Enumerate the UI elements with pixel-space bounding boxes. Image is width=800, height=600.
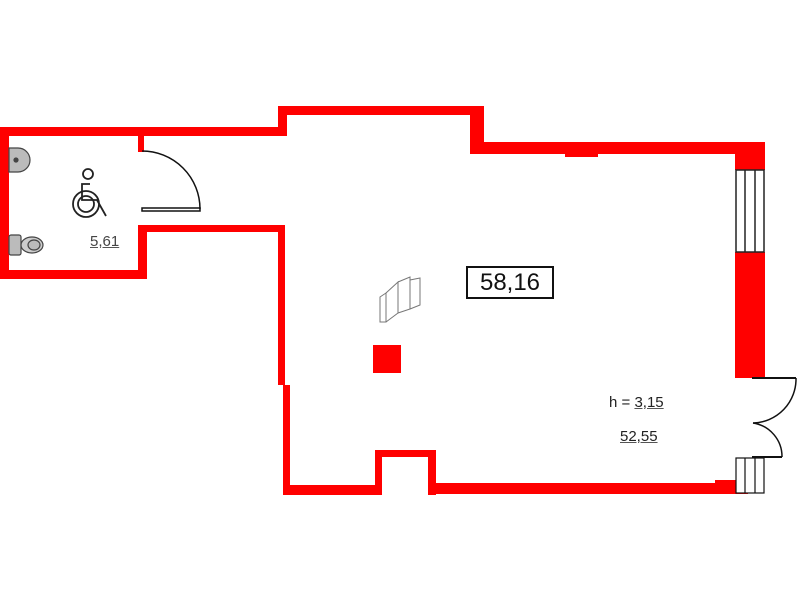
walls [0,106,765,495]
wheelchair-icon [72,168,107,218]
column-icon [373,345,401,373]
stairs-icon [735,457,765,494]
double-door-icon [752,377,797,458]
total-area-label: 58,16 [466,266,554,299]
sink-icon [8,147,31,173]
toilet-icon [8,234,44,256]
ceiling-height-prefix: h = [609,394,635,411]
wc-area-label: 5,61 [90,233,120,250]
main-hall-area-label: 52,55 [620,428,658,445]
ceiling-height-label: h = 3,15 [609,394,664,411]
stair-symbol-icon [379,276,421,323]
door-icon [141,150,201,212]
window-icon [735,169,765,253]
ceiling-height-value: 3,15 [634,394,664,411]
